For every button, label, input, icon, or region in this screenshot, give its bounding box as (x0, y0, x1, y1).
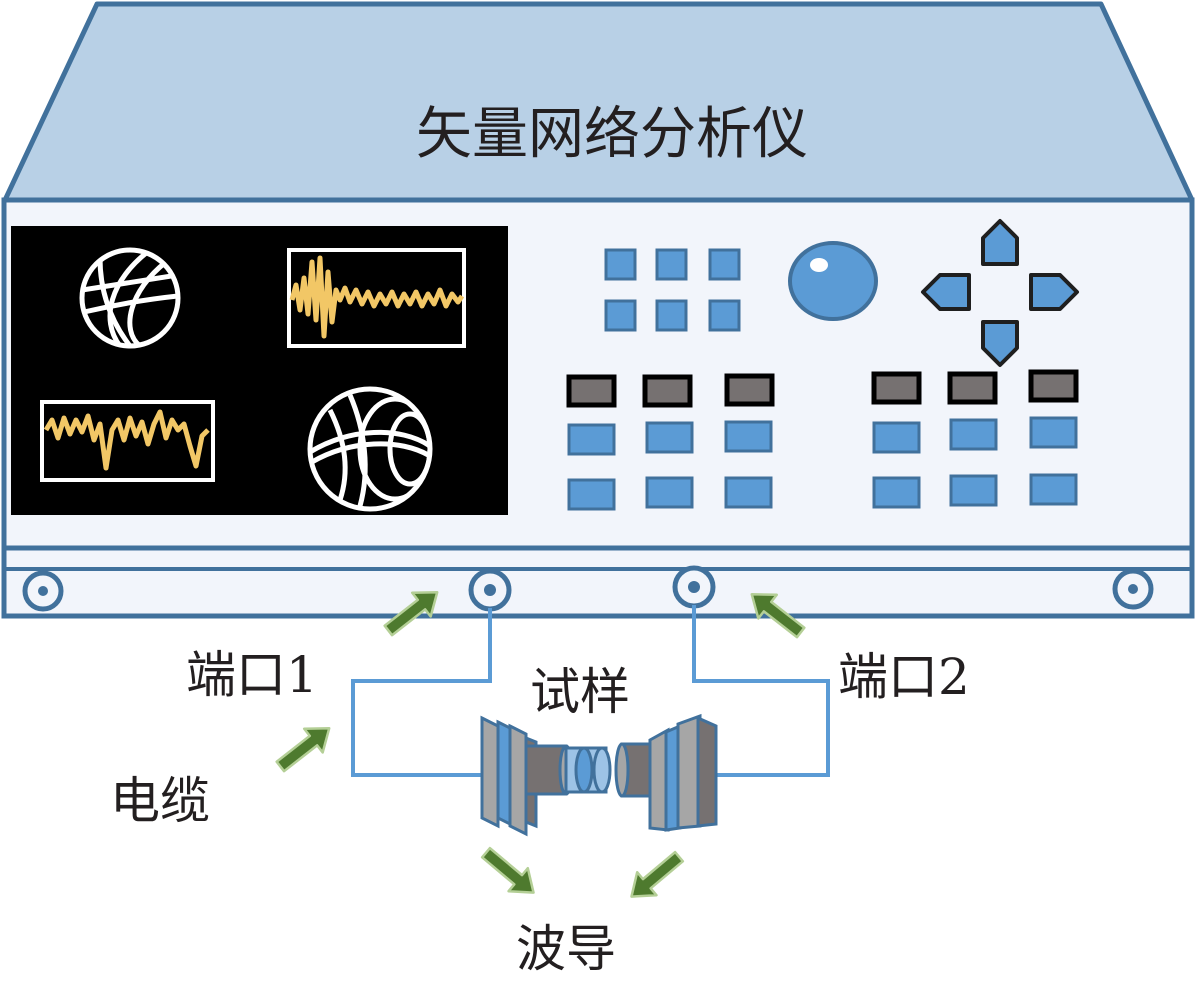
arrow-icon (750, 593, 806, 639)
function-key[interactable] (947, 371, 998, 405)
cable-label: 电缆 (110, 772, 210, 830)
keypad-button[interactable] (604, 299, 637, 332)
waveform-plot-icon (40, 400, 215, 482)
keypad-button[interactable] (708, 248, 741, 281)
keypad-button[interactable] (708, 299, 741, 332)
softkey-button[interactable] (567, 423, 616, 456)
keypad-button[interactable] (655, 299, 688, 332)
port-1-connector[interactable] (468, 568, 512, 612)
softkey-button[interactable] (872, 421, 921, 454)
instrument-title: 矢量网络分析仪 (416, 102, 808, 167)
arrow-icon (630, 850, 685, 898)
keypad-button[interactable] (655, 248, 688, 281)
screw-icon (1112, 568, 1154, 610)
cable-port-2 (692, 605, 830, 777)
softkey-button[interactable] (1029, 416, 1078, 449)
smith-chart-icon (307, 386, 433, 512)
keypad-button[interactable] (604, 248, 637, 281)
function-key[interactable] (871, 371, 922, 405)
display-screen (11, 226, 508, 515)
softkey-button[interactable] (724, 420, 773, 453)
arrow-icon (383, 591, 439, 637)
arrow-icon (480, 846, 535, 894)
rotary-knob-icon[interactable] (788, 241, 878, 321)
softkey-button[interactable] (872, 476, 921, 509)
instrument-port-rail (1, 545, 1195, 619)
softkey-button[interactable] (567, 478, 616, 511)
arrow-down-icon[interactable] (981, 320, 1019, 367)
function-key[interactable] (1028, 369, 1079, 403)
sample-label: 试样 (530, 663, 630, 721)
softkey-button[interactable] (645, 421, 694, 454)
softkey-button[interactable] (1029, 473, 1078, 506)
waveguide-sample-fixture (480, 713, 718, 837)
function-key[interactable] (566, 374, 617, 408)
function-key[interactable] (642, 374, 693, 408)
screw-icon (22, 570, 64, 612)
keypad-grid (604, 248, 741, 332)
port-1-label: 端口1 (186, 646, 318, 704)
port-2-label: 端口2 (838, 648, 970, 706)
port-2-connector[interactable] (672, 565, 716, 609)
function-key[interactable] (724, 373, 775, 407)
arrow-icon (275, 727, 331, 773)
arrow-left-icon[interactable] (921, 273, 971, 311)
waveguide-label: 波导 (516, 920, 616, 978)
arrow-up-icon[interactable] (981, 219, 1019, 266)
softkey-button[interactable] (645, 476, 694, 509)
softkey-button[interactable] (949, 474, 998, 507)
softkey-button[interactable] (949, 418, 998, 451)
waveform-plot-icon (287, 248, 466, 348)
cable-port-1 (351, 608, 492, 777)
arrow-right-icon[interactable] (1029, 273, 1079, 311)
softkey-button[interactable] (724, 476, 773, 509)
smith-chart-icon (79, 247, 181, 349)
